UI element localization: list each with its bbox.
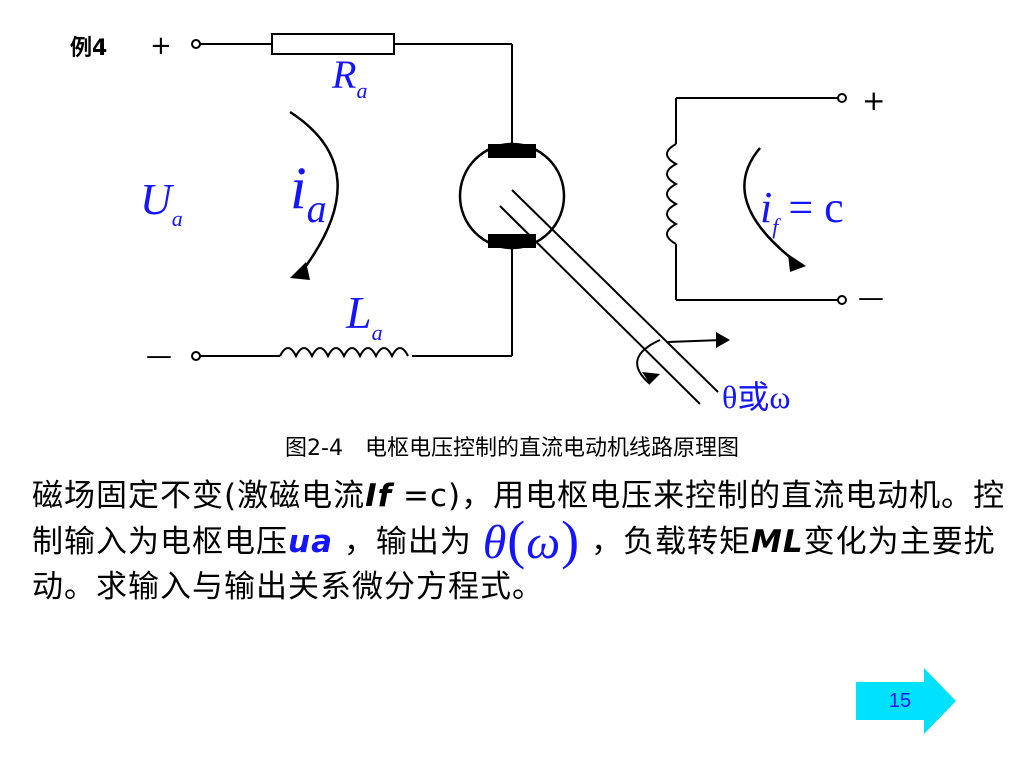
label-ua: Ua	[140, 175, 183, 231]
rotation-arrow	[636, 339, 661, 385]
label-if: if= c	[760, 183, 844, 239]
label-la: La	[345, 287, 383, 345]
example-label: 例4	[70, 36, 108, 61]
label-theta-omega: θ或ω	[722, 379, 790, 415]
motor-armature	[458, 142, 566, 250]
motor-circuit-diagram: + — + — Ra Ua ia La if= c θ或ω	[140, 31, 885, 415]
ia-arrow-arc	[289, 110, 339, 275]
next-page-arrow-icon[interactable]	[856, 668, 956, 734]
plus-right-label: +	[862, 84, 885, 117]
terminal-top-right	[837, 93, 847, 103]
terminal-bottom-left	[191, 351, 201, 361]
label-ra: Ra	[331, 52, 367, 103]
minus-left-label: —	[146, 341, 172, 371]
if-arrow-arc	[743, 147, 797, 263]
if-arrowhead-icon	[788, 254, 806, 272]
minus-right-label: —	[858, 283, 884, 313]
rotation-arrowhead-icon	[642, 372, 660, 384]
terminal-top-left	[191, 39, 201, 49]
terminal-bottom-right	[837, 295, 847, 305]
brush-top	[488, 144, 536, 158]
brush-bottom	[488, 234, 536, 248]
theta-omega-formula: θ(ω)	[482, 510, 581, 570]
plus-left-label: +	[150, 31, 172, 61]
page-number: 15	[888, 690, 912, 712]
field-coil	[666, 143, 679, 245]
shaft-arrowhead-icon	[716, 332, 730, 348]
resistor-ra	[271, 33, 395, 55]
body-paragraph: 磁场固定不变(激磁电流If =c)，用电枢电压来控制的直流电动机。控制输入为电枢…	[32, 478, 1006, 605]
inductor-la	[279, 347, 409, 359]
figure-caption: 图2-4 电枢电压控制的直流电动机线路原理图	[285, 436, 739, 461]
ia-arrowhead-icon	[290, 262, 310, 280]
label-ia: ia	[290, 155, 327, 231]
